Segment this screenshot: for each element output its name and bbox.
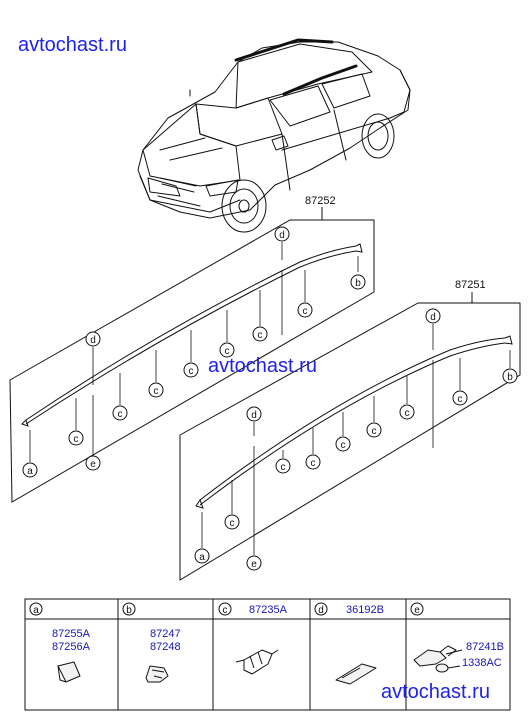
svg-text:c: c [458, 394, 463, 405]
svg-text:d: d [430, 312, 436, 323]
svg-text:d: d [279, 230, 285, 241]
clip-part-sketch [235, 649, 279, 675]
svg-text:c: c [118, 409, 123, 420]
svg-text:a: a [33, 605, 39, 616]
callout-c: c [305, 454, 321, 470]
callout-a: a [22, 462, 38, 478]
callout-d: d [425, 308, 441, 324]
part-number: 87248 [150, 641, 181, 653]
part-number: 87241B [466, 641, 504, 653]
svg-text:c: c [405, 408, 410, 419]
svg-text:e: e [414, 605, 420, 616]
callout-c: c [297, 302, 313, 318]
svg-text:d: d [90, 335, 96, 346]
svg-text:c: c [189, 366, 194, 377]
callout-c: c [335, 436, 351, 452]
svg-text:a: a [27, 466, 33, 477]
car-illustration [137, 38, 411, 233]
callout-a: a [194, 548, 210, 564]
rear-end-piece-sketch [145, 665, 169, 683]
callout-c: c [68, 430, 84, 446]
callout-c: c [219, 342, 235, 358]
watermark-middle: avtochast.ru [208, 355, 317, 377]
callout-c: c [399, 404, 415, 420]
tape-part-sketch [335, 663, 377, 685]
svg-text:b: b [126, 605, 132, 616]
assembly-number-upper: 87252 [305, 195, 336, 207]
assembly-number-lower: 87251 [455, 279, 486, 291]
callout-d: d [85, 331, 101, 347]
callout-d: d [246, 406, 262, 422]
svg-text:e: e [251, 559, 257, 570]
end-cap-part-sketch [57, 661, 81, 683]
legend-header-c: c [218, 602, 232, 616]
callout-c: c [275, 458, 291, 474]
svg-text:b: b [355, 278, 361, 289]
svg-text:c: c [225, 346, 230, 357]
svg-text:c: c [372, 426, 377, 437]
part-number: 87247 [150, 628, 181, 640]
part-number: 87255A [52, 628, 91, 640]
callout-c: c [224, 514, 240, 530]
svg-text:d: d [318, 605, 324, 616]
watermark-bottom: avtochast.ru [381, 681, 490, 703]
svg-text:c: c [281, 462, 286, 473]
part-number: 87235A [249, 604, 288, 616]
callout-c: c [252, 326, 268, 342]
svg-text:c: c [223, 605, 228, 616]
part-number: 1338AC [462, 657, 502, 669]
callout-e: e [85, 455, 101, 471]
svg-text:e: e [90, 459, 96, 470]
svg-text:b: b [507, 372, 513, 383]
callout-c: c [183, 362, 199, 378]
callout-c: c [148, 382, 164, 398]
callout-b: b [502, 368, 518, 384]
legend-header-a: a [29, 602, 43, 616]
callout-b: b [350, 274, 366, 290]
svg-text:c: c [154, 386, 159, 397]
svg-text:c: c [258, 330, 263, 341]
svg-text:d: d [251, 410, 257, 421]
svg-text:a: a [199, 552, 205, 563]
assembly-87252: 87252 d b d c c c [9, 195, 375, 503]
part-number: 36192B [346, 604, 384, 616]
svg-text:c: c [74, 434, 79, 445]
legend-header-e: e [410, 602, 424, 616]
svg-text:c: c [230, 518, 235, 529]
callout-c: c [452, 390, 468, 406]
legend-header-d: d [314, 602, 328, 616]
callout-d: d [274, 226, 290, 242]
callout-c: c [366, 422, 382, 438]
svg-text:c: c [341, 440, 346, 451]
parts-legend-table: a b c d e 87235A 36192B 87255A 87256A 87… [24, 598, 511, 711]
legend-header-b: b [122, 602, 136, 616]
part-number: 87256A [52, 641, 91, 653]
watermark-top: avtochast.ru [18, 34, 127, 56]
screw-and-bracket-sketch [413, 645, 463, 673]
assembly-87251: 87251 d b d c c c [179, 279, 521, 581]
callout-c: c [112, 405, 128, 421]
svg-text:c: c [303, 306, 308, 317]
svg-text:c: c [311, 458, 316, 469]
callout-e: e [246, 555, 262, 571]
